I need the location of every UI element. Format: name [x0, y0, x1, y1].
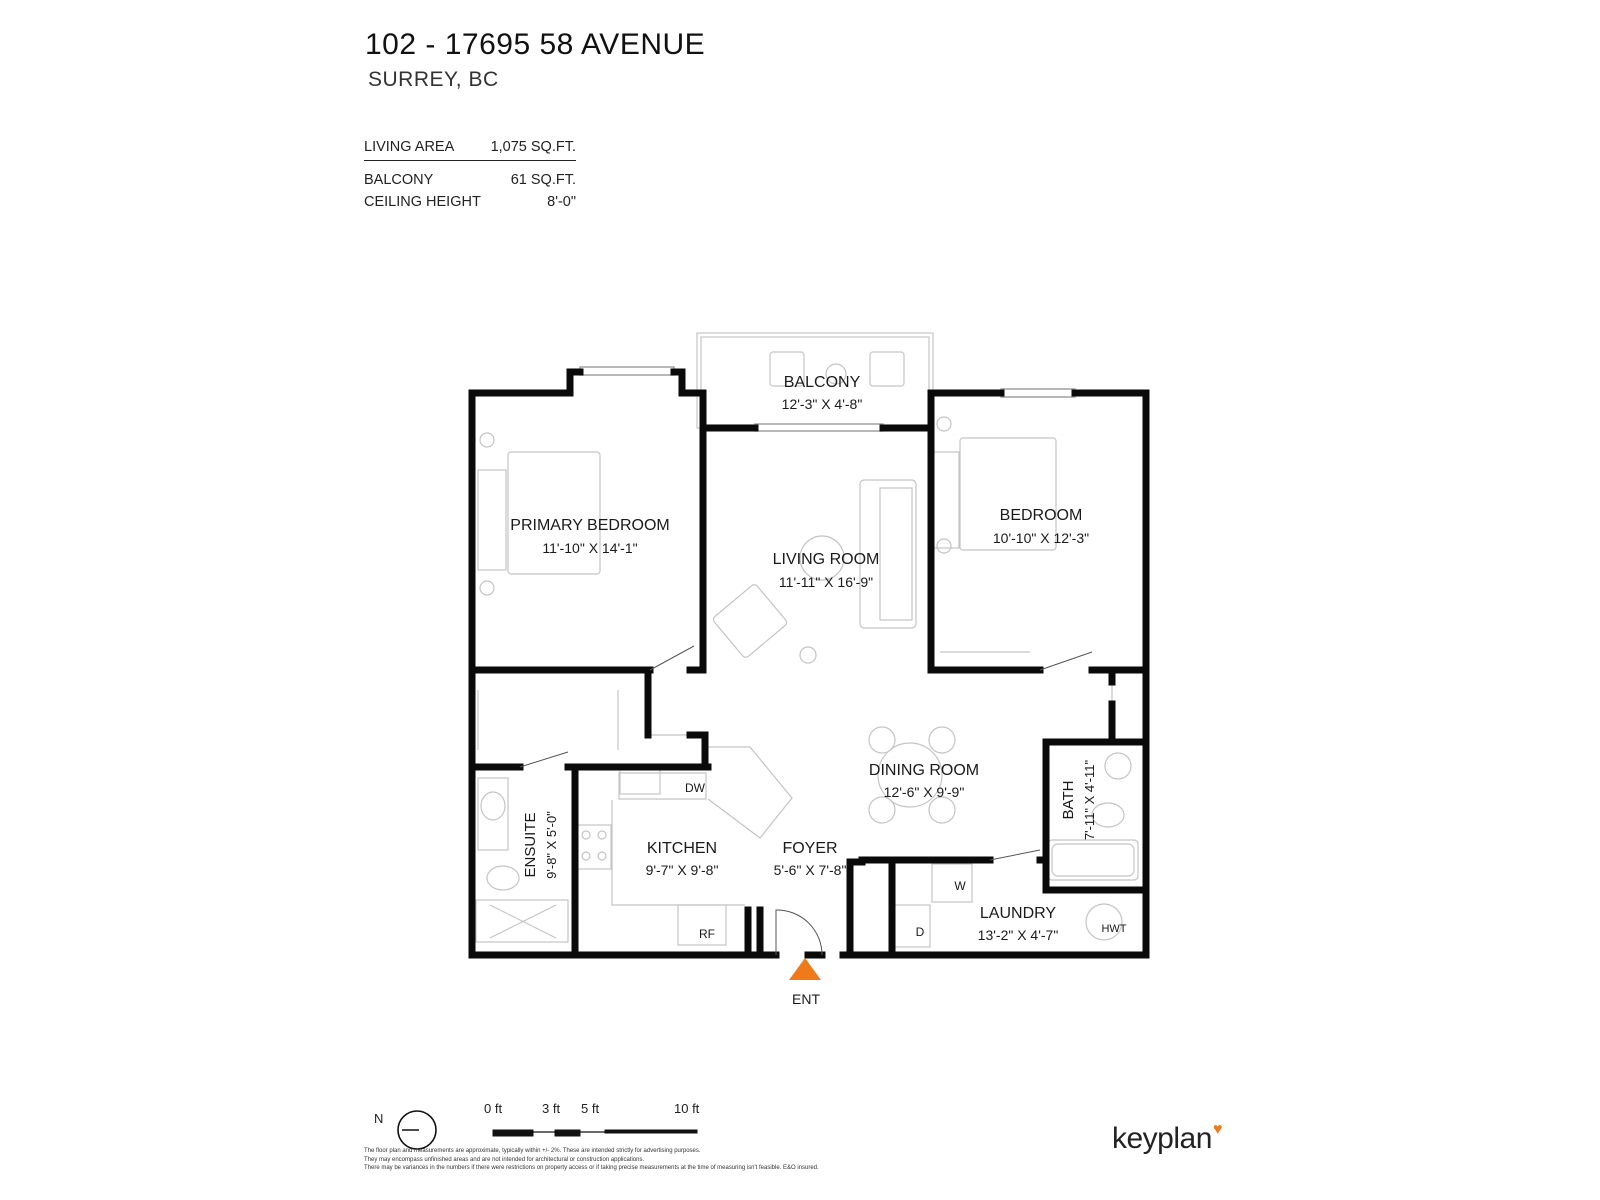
living-area-value: 1,075 SQ.FT.: [490, 139, 576, 155]
balcony-room-name: BALCONY: [784, 374, 861, 391]
living-room-name: LIVING ROOM: [773, 551, 880, 568]
entrance-marker: [789, 958, 821, 980]
scale-label-3: 3 ft: [542, 1101, 561, 1116]
area-stats: LIVING AREA 1,075 SQ.FT. BALCONY 61 SQ.F…: [364, 136, 576, 213]
property-city: SURREY, BC: [368, 68, 499, 91]
laundry-dims: 13'-2" X 4'-7": [978, 927, 1059, 943]
balcony-area-label: BALCONY: [364, 172, 434, 188]
dryer-label: D: [916, 925, 925, 939]
walls: [468, 368, 1150, 959]
ensuite-name: ENSUITE: [522, 812, 539, 877]
primary-bedroom-name: PRIMARY BEDROOM: [510, 517, 669, 534]
ceiling-height-label: CEILING HEIGHT: [364, 194, 481, 210]
bath-dims: 7'-11" X 4'-11": [1082, 760, 1097, 841]
water-heater-label: HWT: [1101, 923, 1126, 935]
living-area-row: LIVING AREA 1,075 SQ.FT.: [364, 136, 576, 161]
disclaimer-line-2: They may encompass unfinished areas and …: [364, 1156, 645, 1163]
balcony-area-value: 61 SQ.FT.: [510, 172, 576, 188]
north-compass-icon: [397, 1110, 437, 1150]
foyer-dims: 5'-6" X 7'-8": [774, 862, 847, 878]
foyer-name: FOYER: [782, 840, 837, 857]
ensuite-dims: 9'-8" X 5'-0": [544, 811, 559, 879]
brand-name: keyplan: [1112, 1122, 1212, 1155]
disclaimer-line-1: The floor plan and measurements are appr…: [364, 1148, 701, 1154]
balcony-room-dims: 12'-3" X 4'-8": [782, 396, 863, 412]
balcony-area-row: BALCONY 61 SQ.FT.: [364, 169, 576, 191]
entrance-label: ENT: [792, 991, 820, 1007]
scale-label-10: 10 ft: [674, 1101, 700, 1116]
brand-logo: keyplan♥: [1112, 1121, 1223, 1156]
living-area-label: LIVING AREA: [364, 139, 455, 155]
primary-bedroom-dims: 11'-10" X 14'-1": [542, 540, 637, 556]
door-swings: [519, 645, 1093, 956]
ceiling-height-value: 8'-0": [547, 194, 576, 210]
north-label: N: [374, 1111, 384, 1126]
bedroom-dims: 10'-10" X 12'-3": [993, 530, 1089, 546]
bedroom-name: BEDROOM: [1000, 507, 1083, 524]
washer-label: W: [954, 879, 966, 893]
laundry-name: LAUNDRY: [980, 905, 1057, 922]
scale-label-5: 5 ft: [581, 1101, 600, 1116]
bath-name: BATH: [1060, 781, 1077, 820]
living-room-dims: 11'-11" X 16'-9": [779, 574, 873, 590]
kitchen-dims: 9'-7" X 9'-8": [646, 862, 719, 878]
scale-bar: [492, 1129, 698, 1137]
ceiling-height-row: CEILING HEIGHT 8'-0": [364, 191, 576, 213]
dining-room-dims: 12'-6" X 9'-9": [884, 784, 965, 800]
property-address: 102 - 17695 58 AVENUE: [365, 28, 706, 61]
scale-label-0: 0 ft: [484, 1101, 503, 1116]
disclaimer-line-3: There may be variances in the numbers if…: [364, 1165, 819, 1171]
brand-mark-icon: ♥: [1212, 1121, 1223, 1138]
disclaimer: The floor plan and measurements are appr…: [364, 1147, 1004, 1173]
kitchen-name: KITCHEN: [647, 840, 717, 857]
dishwasher-label: DW: [685, 781, 706, 795]
fridge-label: RF: [699, 927, 715, 941]
dining-room-name: DINING ROOM: [869, 762, 979, 779]
